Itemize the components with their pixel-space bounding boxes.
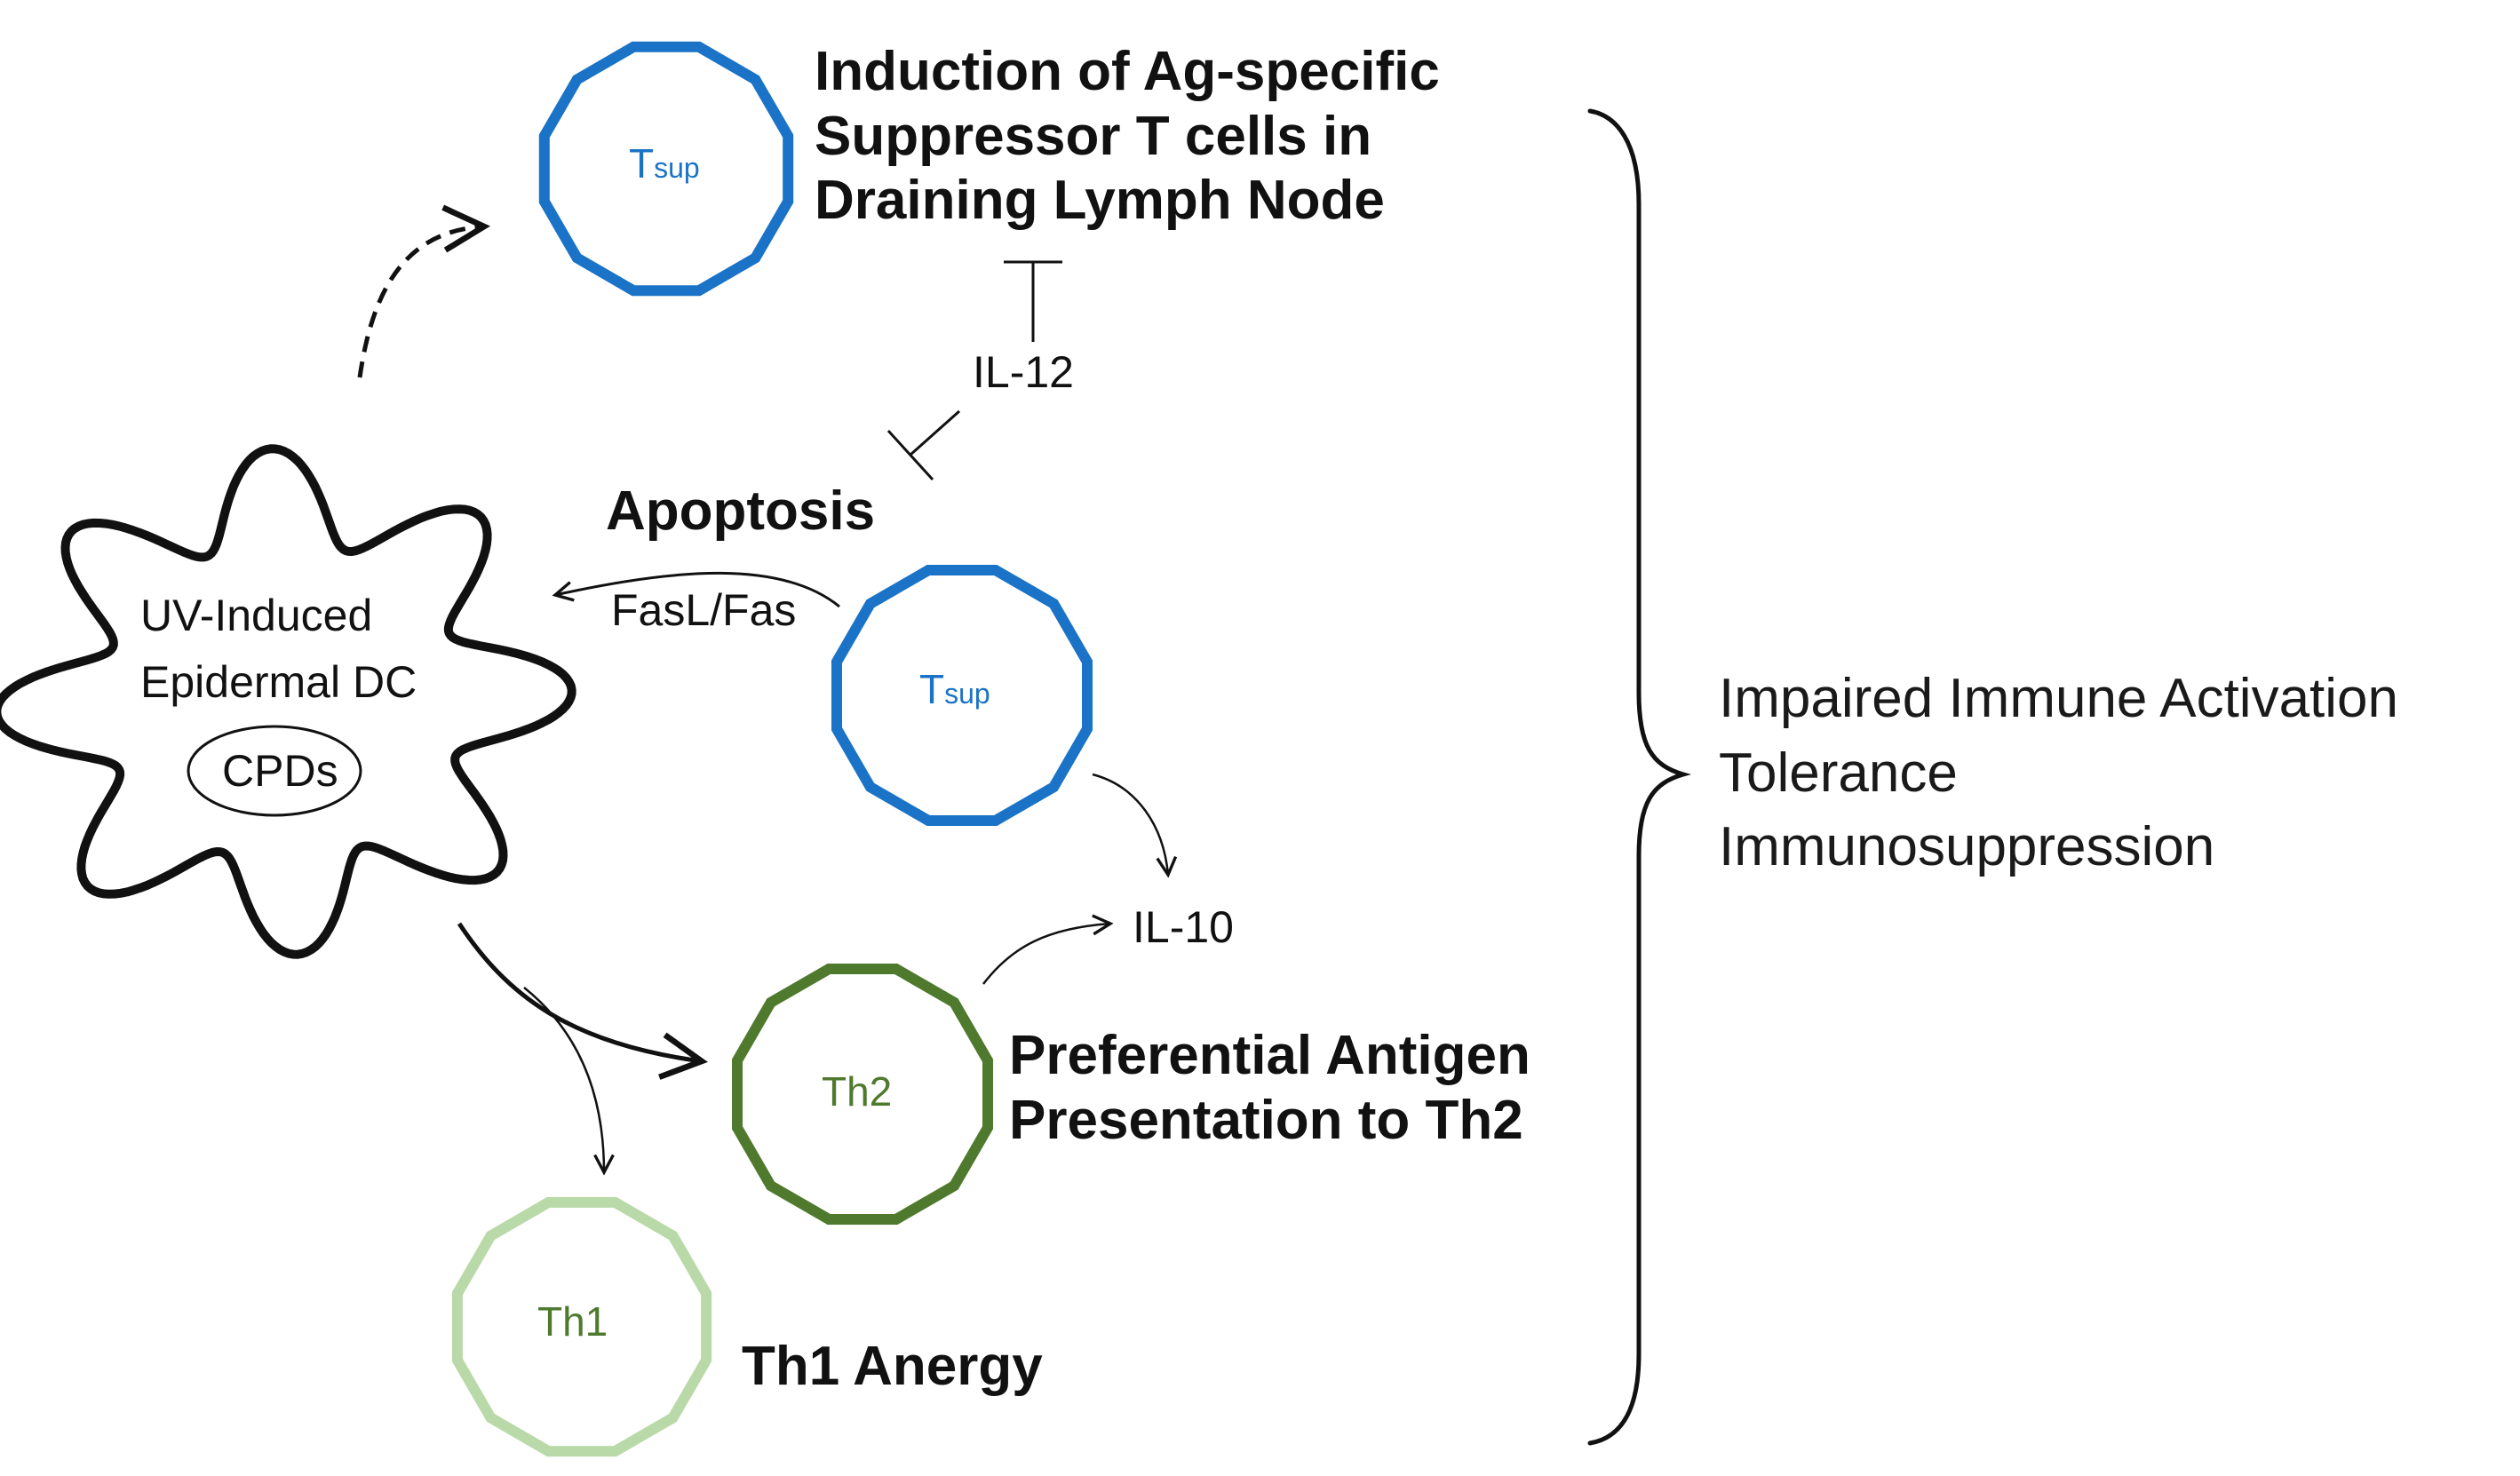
fasl-fas-label: FasL/Fas	[611, 585, 797, 635]
th2-to-il10-arrow	[982, 914, 1114, 985]
tsup-top-cell	[538, 41, 794, 297]
dc-to-th2-arrow	[457, 922, 708, 1080]
il10-label: IL-10	[1133, 902, 1234, 952]
dc-line-1: UV-Induced	[140, 591, 373, 640]
th2-label: Th2	[822, 1068, 893, 1115]
dendritic-cell-outline	[0, 444, 576, 959]
outcome-line-3: Immunosuppression	[1719, 816, 2215, 878]
tsup-mid-label: Tsup	[919, 666, 990, 714]
tsup-mid-cell	[831, 565, 1093, 826]
tsup-to-il10-arrow	[1092, 773, 1178, 878]
dc-to-th1-arrow	[523, 987, 615, 1176]
il12-inhibit-apoptosis-bar	[886, 429, 934, 481]
right-brace	[1587, 108, 1692, 1446]
dc-line-2: Epidermal DC	[140, 657, 417, 707]
th1-label: Th1	[537, 1298, 608, 1345]
outcome-line-2: Tolerance	[1719, 742, 1958, 804]
th2-cell	[732, 964, 993, 1225]
tsup-top-label: Tsup	[629, 140, 700, 188]
induction-line-3: Draining Lymph Node	[815, 170, 1385, 232]
induction-line-1: Induction of Ag-specific	[815, 41, 1440, 102]
apoptosis-label: Apoptosis	[606, 480, 876, 542]
il12-label: IL-12	[973, 347, 1074, 397]
induction-line-2: Suppressor T cells in	[815, 105, 1372, 167]
tsup-mid-main: T	[919, 666, 945, 712]
tsup-top-sub: sup	[654, 152, 700, 184]
preferential-line-2: Presentation to Th2	[1009, 1089, 1523, 1151]
tsup-mid-sub: sup	[944, 678, 990, 710]
outcome-line-1: Impaired Immune Activation	[1719, 668, 2399, 729]
induction-heading: Induction of Ag-specific Suppressor T ce…	[815, 40, 1440, 234]
cpds-label: CPDs	[222, 746, 338, 796]
dashed-arrow-to-tsup	[357, 204, 491, 378]
il12-inhibit-apoptosis-stem	[910, 409, 960, 456]
th1-anergy-label: Th1 Anergy	[742, 1336, 1043, 1397]
cpds-ellipse	[187, 725, 362, 817]
preferential-heading: Preferential Antigen Presentation to Th2	[1009, 1024, 1530, 1153]
th1-cell	[451, 1196, 712, 1457]
tsup-top-main: T	[629, 140, 655, 186]
outcome-block: Impaired Immune Activation Tolerance Imm…	[1719, 662, 2398, 885]
preferential-line-1: Preferential Antigen	[1009, 1025, 1530, 1086]
fasl-arrow	[552, 571, 840, 608]
